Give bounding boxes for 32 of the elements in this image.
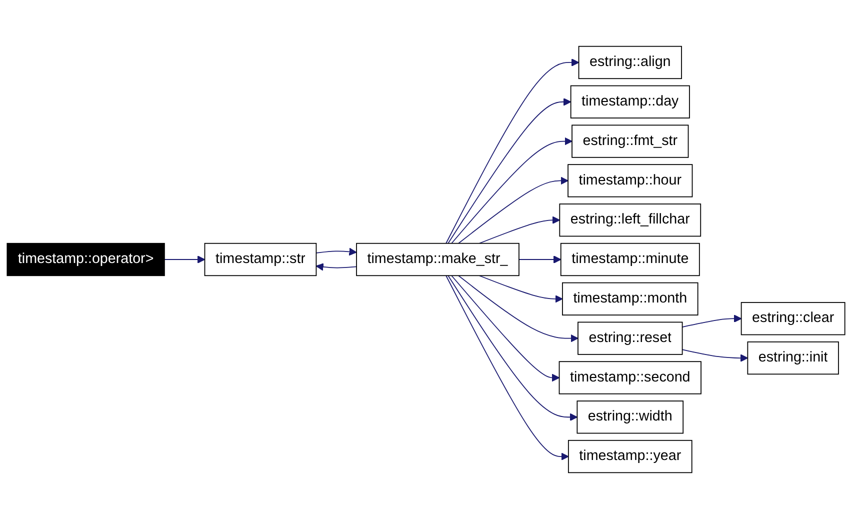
- arrow: [446, 275, 569, 460]
- arrow: [451, 275, 560, 382]
- arrow: [458, 176, 568, 244]
- arrow: [448, 275, 578, 422]
- node-box: estring::fmt_str: [572, 124, 689, 158]
- arrow: [316, 248, 357, 256]
- arrow: [451, 137, 572, 244]
- node-box: timestamp::month: [562, 282, 698, 316]
- arrow: [478, 216, 560, 244]
- arrow: [164, 256, 206, 264]
- arrow: [446, 58, 580, 244]
- arrow: [458, 275, 578, 342]
- node-box: timestamp::str: [204, 242, 317, 276]
- arrow: [478, 275, 563, 303]
- node-box: timestamp::make_str_: [356, 242, 520, 276]
- node-box: estring::left_fillchar: [559, 204, 702, 237]
- arrow: [682, 349, 748, 362]
- node-box: timestamp::year: [568, 440, 692, 474]
- arrow: [682, 314, 742, 328]
- node-box: estring::reset: [578, 322, 683, 355]
- arrow: [316, 263, 357, 271]
- node-box: timestamp::minute: [560, 242, 700, 276]
- node-box: timestamp::second: [558, 361, 702, 394]
- arrow: [448, 98, 572, 244]
- node-box: timestamp::hour: [568, 164, 693, 198]
- node-box: estring::clear: [740, 302, 846, 336]
- node-box: timestamp::day: [570, 85, 690, 118]
- node-box: estring::align: [578, 46, 682, 80]
- node-box: timestamp::operator>: [6, 242, 165, 276]
- node-box: estring::width: [576, 400, 684, 434]
- node-box: estring::init: [747, 341, 839, 375]
- arrow: [518, 256, 562, 264]
